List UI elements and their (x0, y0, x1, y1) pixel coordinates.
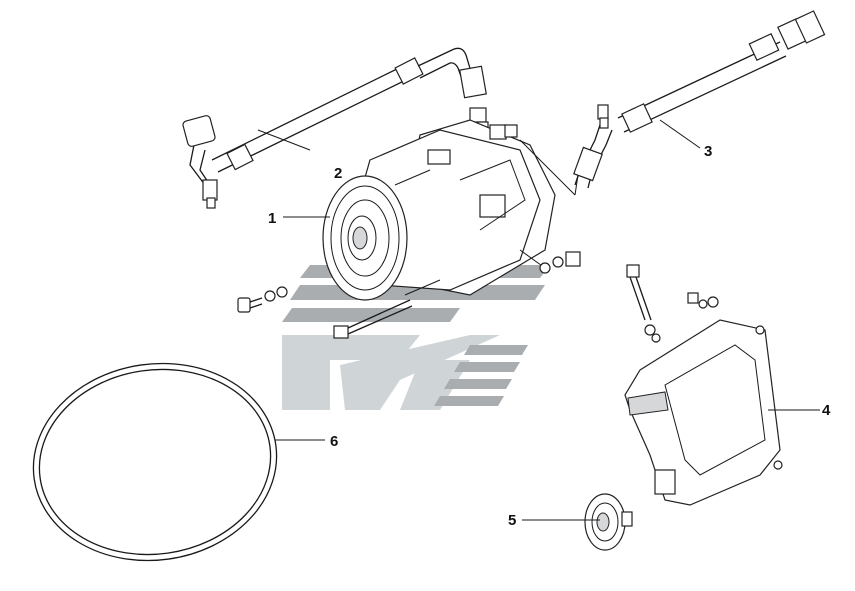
callout-3: 3 (704, 143, 712, 160)
part-5-idler-pulley (584, 493, 633, 551)
callout-6: 6 (330, 433, 338, 450)
leader-lines (257, 119, 820, 521)
part-4-mounting-bracket (624, 264, 783, 506)
part-2-discharge-hose (182, 47, 489, 209)
callout-labels: 1 2 3 4 5 6 (268, 143, 831, 529)
compressor-mounting-bolts (237, 251, 581, 339)
callout-4: 4 (822, 402, 831, 419)
part-3-suction-hose (573, 10, 826, 189)
part-6-drive-belt (32, 362, 278, 562)
callout-5: 5 (508, 512, 516, 529)
callout-2: 2 (334, 165, 342, 182)
part-1-ac-compressor (322, 119, 579, 301)
callout-1: 1 (268, 210, 276, 227)
